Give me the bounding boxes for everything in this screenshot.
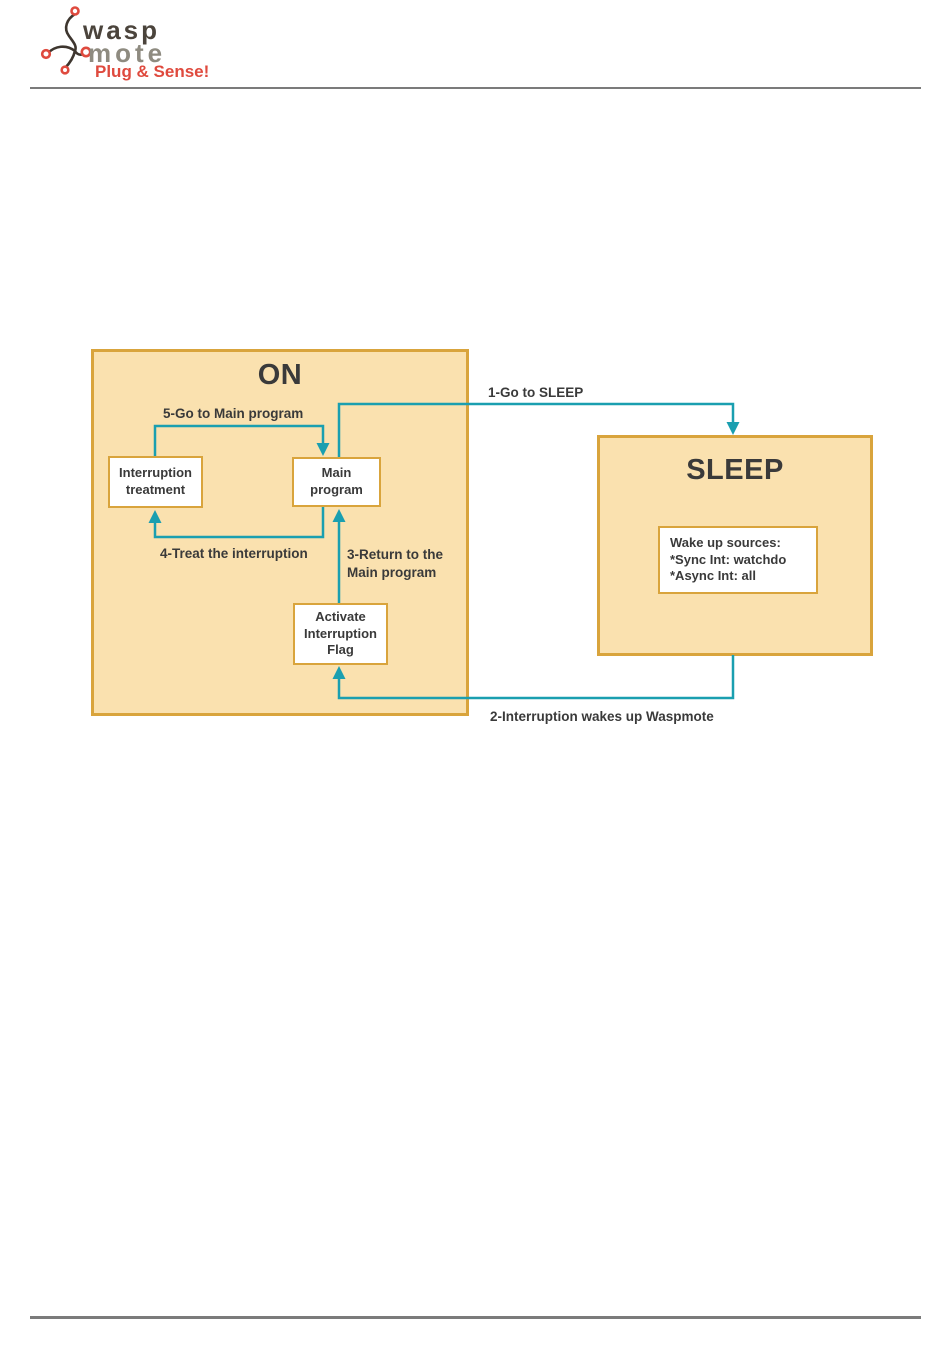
logo-text-mote: mote	[88, 38, 167, 68]
edge-label-return-to-main: 3-Return to the Main program	[347, 547, 443, 580]
edge-label-go-to-main-program: 5-Go to Main program	[163, 406, 304, 421]
sleep-state-box	[597, 435, 873, 656]
sleep-state-title: SLEEP	[686, 454, 784, 486]
logo-branch-icon	[40, 6, 92, 75]
node-interruption-treatment: Interruption treatment	[108, 456, 203, 508]
node-activate-interruption-flag: Activate Interruption Flag	[293, 603, 388, 665]
waspmote-logo	[38, 6, 98, 78]
header-divider	[30, 87, 921, 89]
logo-tagline: Plug & Sense!	[95, 62, 210, 81]
edge-label-interruption-wakes: 2-Interruption wakes up Waspmote	[490, 709, 714, 724]
edge-label-treat-interruption: 4-Treat the interruption	[160, 546, 308, 561]
node-wake-up-sources: Wake up sources: *Sync Int: watchdo *Asy…	[658, 526, 818, 594]
on-state-title: ON	[257, 359, 303, 391]
logo-text-wasp: wasp	[83, 15, 161, 45]
edge-label-go-to-sleep: 1-Go to SLEEP	[488, 385, 584, 400]
footer-divider	[30, 1316, 921, 1319]
node-main-program: Main program	[292, 457, 381, 507]
